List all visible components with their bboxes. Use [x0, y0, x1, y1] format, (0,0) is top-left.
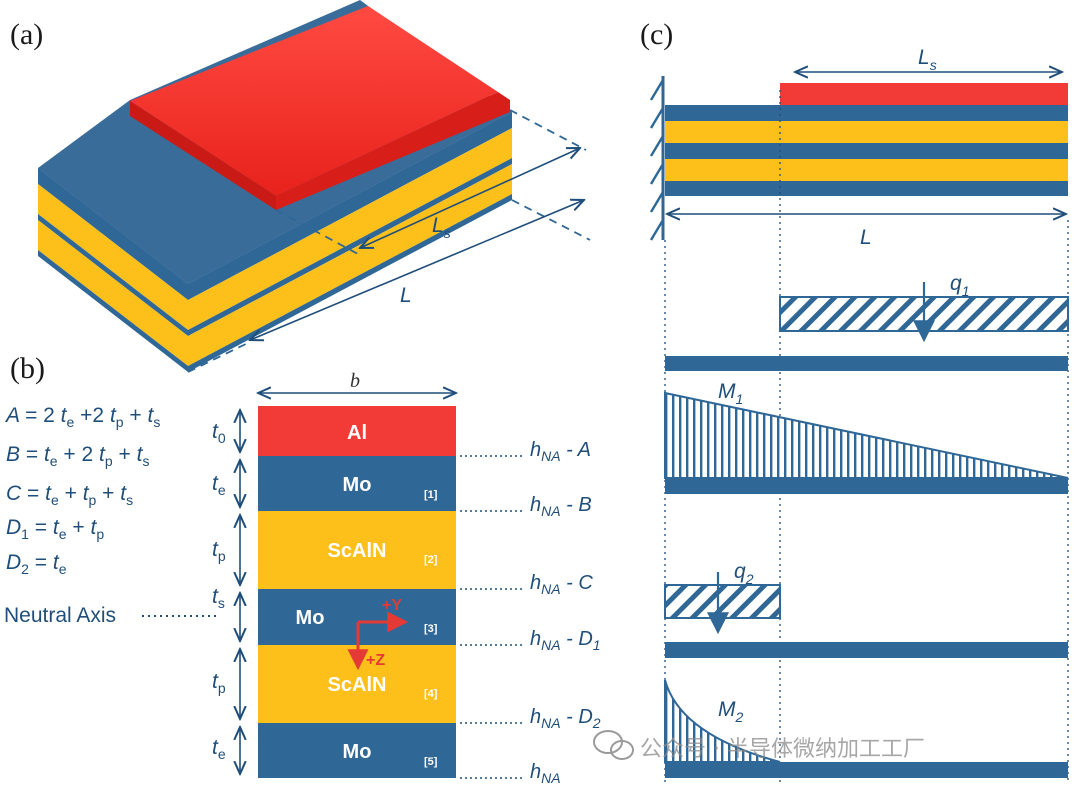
stack-3d: Ls L — [38, 0, 591, 373]
clamp-wall — [649, 76, 665, 241]
eq-C: C = te + tp + ts — [6, 482, 133, 508]
Ls-label-a: Ls — [432, 214, 451, 241]
hna-B: hNA - B — [530, 494, 592, 519]
beam-layer-3 — [665, 143, 1068, 159]
beam-side-view — [665, 83, 1068, 196]
q2-label: q2 — [734, 560, 754, 587]
front-layer-blue-3 — [38, 250, 188, 372]
eq-D1: D1 = te + tp — [6, 516, 104, 542]
q1-label: q1 — [950, 272, 969, 299]
cross-section: Al Mo ScAlN Mo ScAlN Mo [1] [2] [3] [4] … — [258, 406, 456, 778]
layer-scaln-2 — [258, 511, 456, 589]
wall-hatch-5 — [649, 191, 665, 213]
red-electrode-top — [130, 6, 498, 196]
eq-A: A = 2 te +2 tp + ts — [4, 404, 160, 430]
eq-D2: D2 = te — [6, 551, 67, 577]
q2-load-block — [664, 584, 781, 619]
layer-name-mo-3: Mo — [296, 607, 325, 629]
layer-name-al: Al — [347, 422, 367, 444]
wechat-icon-2 — [610, 740, 634, 760]
layer-index-3: [3] — [424, 623, 438, 635]
M1-diagram — [664, 391, 1069, 479]
watermark: 公众号 · 半导体微纳加工工厂 — [593, 730, 925, 762]
beam-layer-4 — [665, 159, 1068, 181]
tp-label-1: tp — [212, 538, 226, 564]
equations: A = 2 te +2 tp + ts B = te + 2 tp + ts C… — [4, 404, 160, 577]
guide-dash-2 — [511, 199, 591, 241]
front-layer-blue-2 — [38, 214, 188, 336]
width-label: b — [350, 370, 360, 392]
L-label-c: L — [860, 226, 872, 249]
hna-D1: hNA - D1 — [530, 628, 601, 653]
layer-name-mo-5: Mo — [343, 741, 372, 763]
z-axis-label: +Z — [366, 652, 385, 669]
layer-name-scaln-4: ScAlN — [328, 674, 387, 696]
front-layer-blue-1 — [38, 168, 188, 300]
beam-layer-2 — [665, 121, 1068, 143]
beam-bar-1 — [665, 356, 1068, 371]
beam-layer-5 — [665, 181, 1068, 196]
eq-B: B = te + 2 tp + ts — [6, 443, 149, 469]
beam-bar-M1 — [665, 478, 1068, 494]
guide-dash-4 — [187, 341, 251, 373]
beam-electrode — [780, 83, 1068, 105]
wall-hatch-4 — [649, 163, 665, 185]
ts-label: ts — [212, 585, 225, 611]
layer-index-4: [4] — [424, 688, 438, 700]
beam-bar-M2 — [665, 762, 1068, 778]
hna-A: hNA - A — [530, 439, 591, 464]
Ls-label-c: Ls — [918, 46, 937, 73]
te-label-1: te — [212, 472, 226, 498]
tp-label-2: tp — [212, 670, 226, 696]
L-label-a: L — [400, 284, 412, 307]
M2-diagram — [664, 679, 781, 763]
panel-c-label: (c) — [640, 18, 673, 51]
wall-hatch-6 — [649, 219, 665, 241]
hna-references: hNA - A hNA - B hNA - C hNA - D1 hNA - D… — [460, 439, 601, 786]
layer-name-mo-1: Mo — [343, 474, 372, 496]
L-arrow — [250, 200, 584, 340]
M2-label: M2 — [718, 698, 744, 725]
panel-a-label: (a) — [10, 18, 43, 51]
hna-C: hNA - C — [530, 572, 593, 597]
hna-0: hNA — [530, 761, 561, 786]
red-electrode-front — [130, 101, 276, 210]
layer-name-scaln-2: ScAlN — [328, 540, 387, 562]
layer-index-2: [2] — [424, 554, 438, 566]
layer-al — [258, 406, 456, 456]
t0-label: t0 — [212, 420, 226, 446]
layer-mo-5 — [258, 723, 456, 778]
te-label-2: te — [212, 736, 226, 762]
thickness-markers: t0 te tp ts tp te — [212, 410, 240, 774]
front-layer-yellow-2 — [38, 220, 188, 366]
guide-dash-1 — [509, 109, 587, 151]
panel-b-label: (b) — [10, 352, 45, 385]
watermark-text: 公众号 · 半导体微纳加工工厂 — [640, 737, 925, 762]
wall-hatch-1 — [649, 79, 665, 101]
front-layer-yellow-1 — [38, 184, 188, 330]
M1-label: M1 — [718, 380, 743, 407]
beam-layer-1 — [665, 105, 1068, 121]
layer-mo-1 — [258, 456, 456, 511]
layer-index-1: [1] — [424, 489, 438, 501]
layer-index-5: [5] — [424, 756, 438, 768]
neutral-axis-label: Neutral Axis — [4, 604, 116, 627]
wall-hatch-2 — [649, 107, 665, 129]
y-axis-label: +Y — [382, 597, 402, 614]
wall-hatch-3 — [649, 135, 665, 157]
hna-D2: hNA - D2 — [530, 706, 601, 731]
beam-bar-2 — [665, 642, 1068, 658]
